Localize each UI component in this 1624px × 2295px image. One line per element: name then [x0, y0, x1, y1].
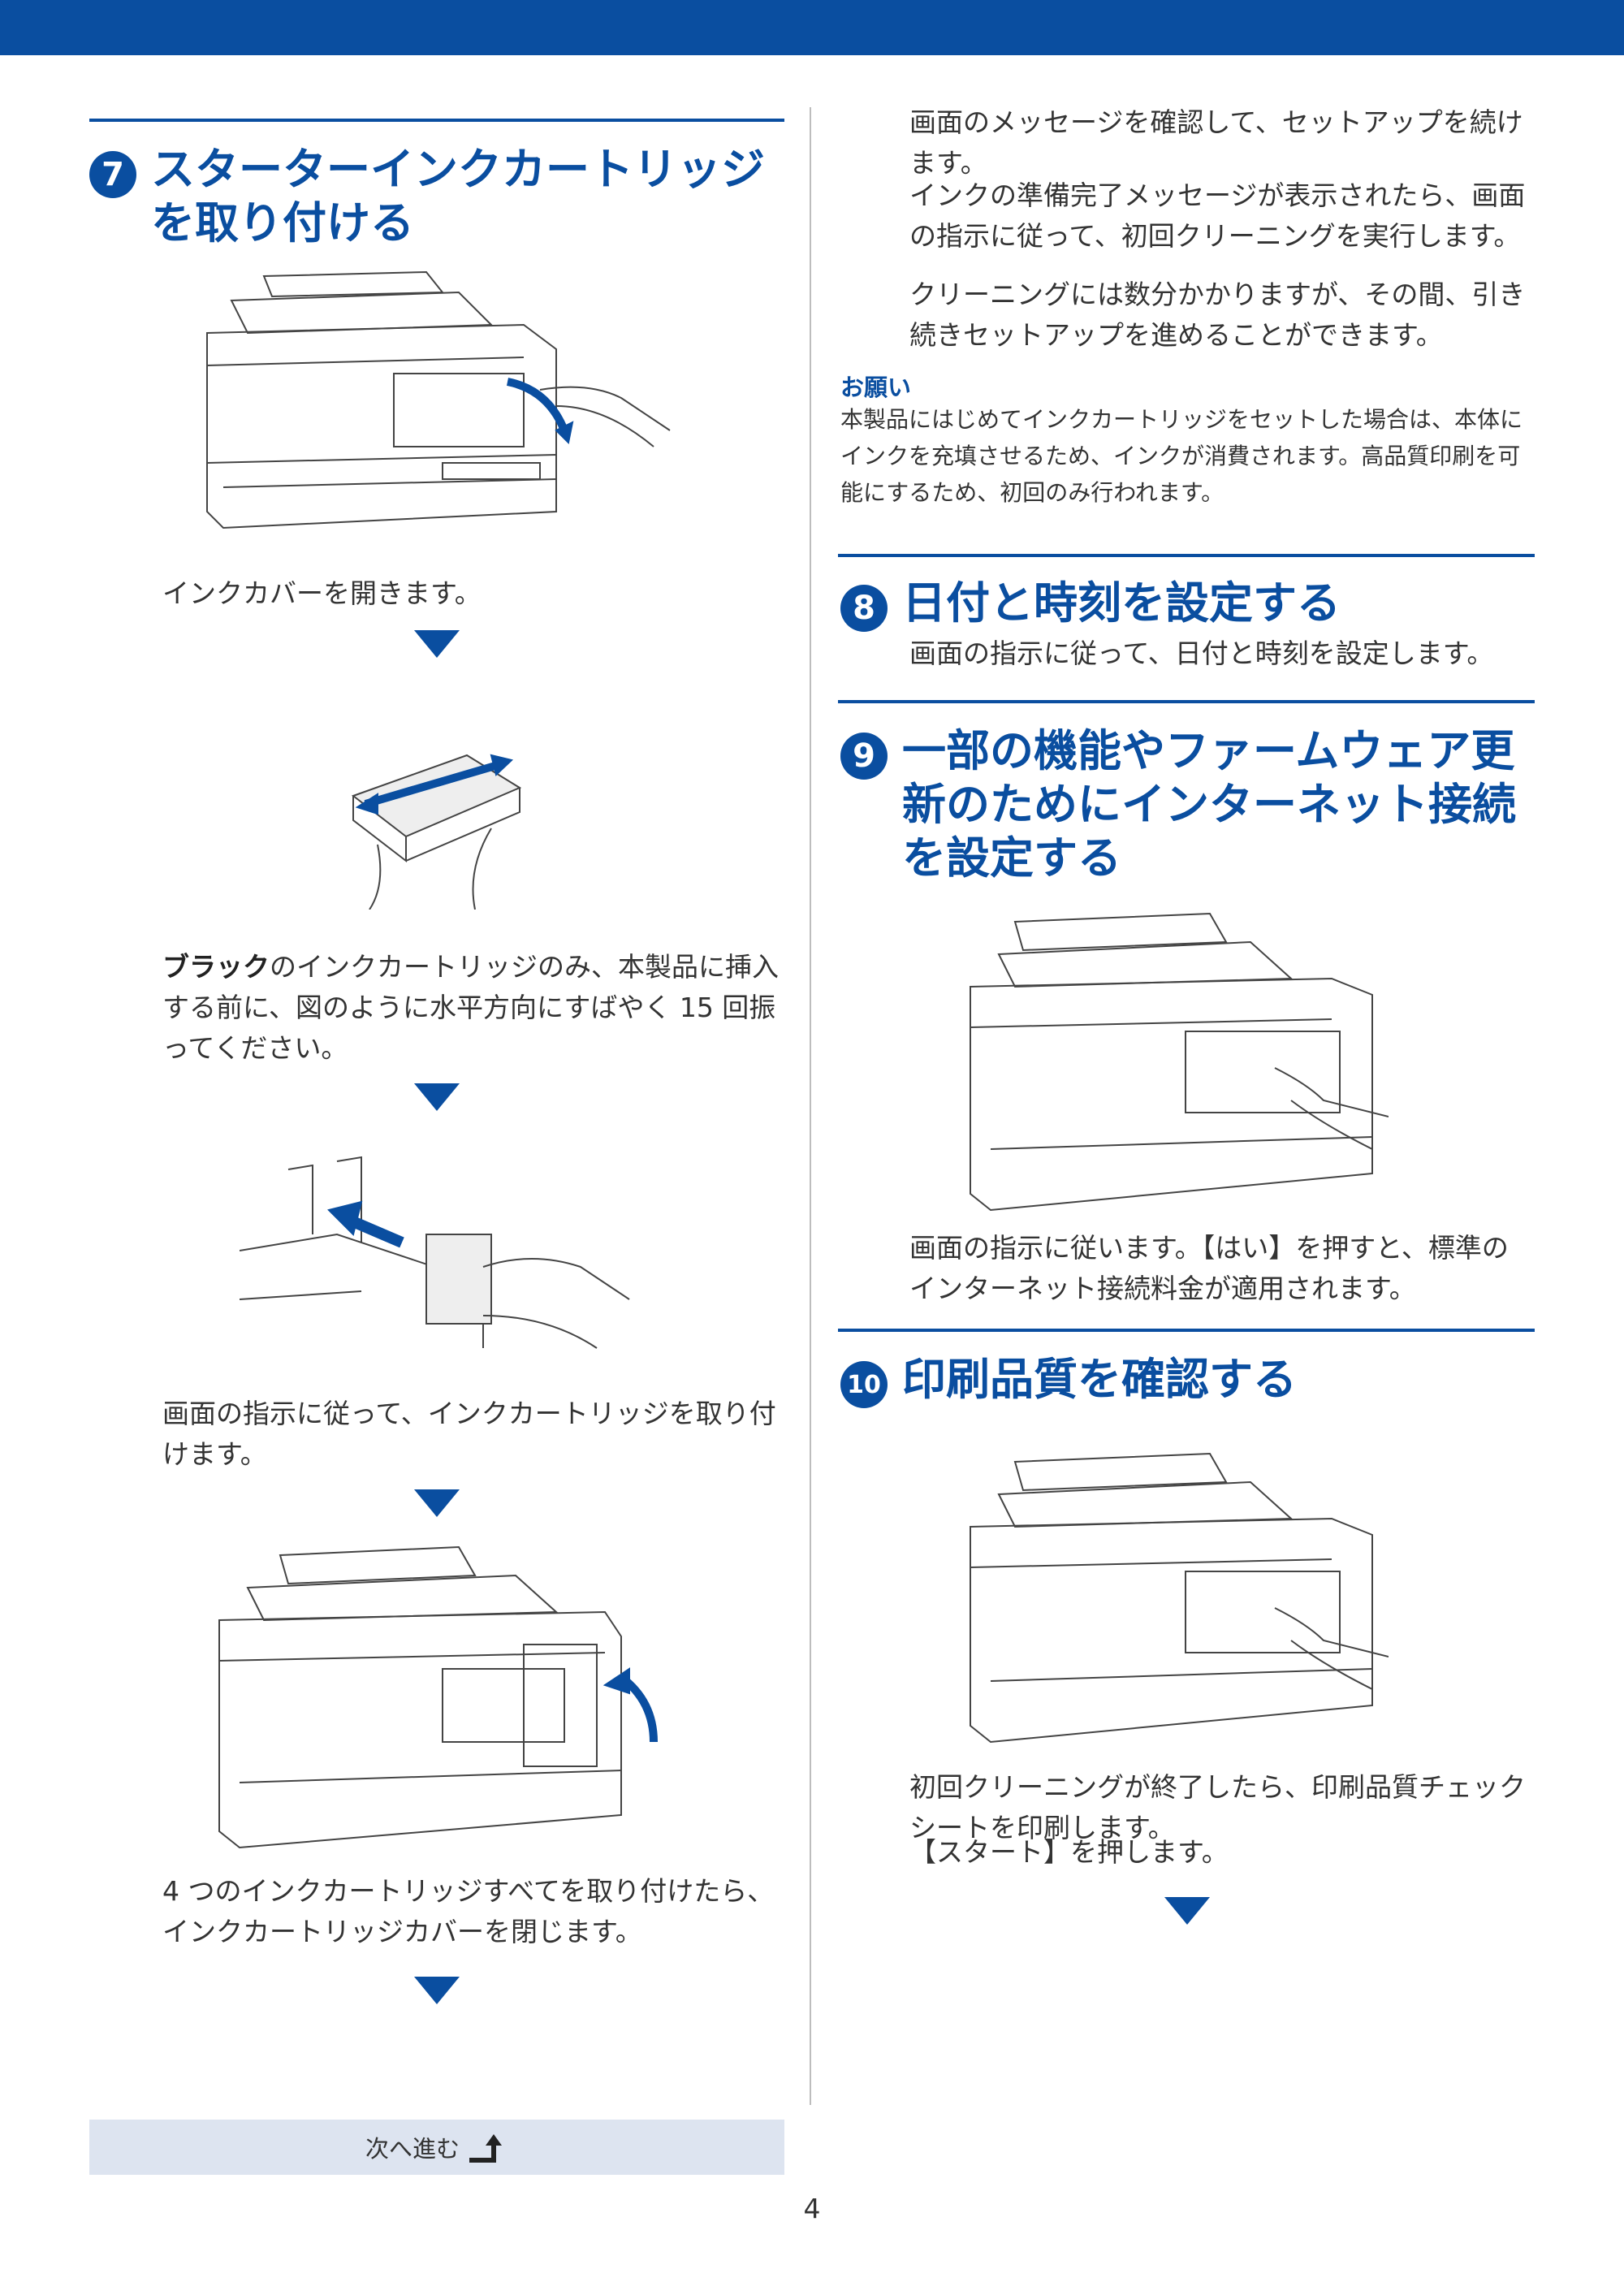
step-7-title: スターターインクカートリッジを取り付ける: [151, 144, 765, 249]
step-number-8: 8: [840, 585, 888, 632]
section-rule: [838, 1329, 1535, 1332]
section-rule: [838, 554, 1535, 557]
shake-text: のインクカートリッジのみ、本製品に挿入する前に、図のように水平方向にすばやく 1…: [162, 951, 779, 1064]
illustration-close-cover: [215, 1539, 662, 1856]
section-rule: [838, 700, 1535, 703]
illustration-printer-touchscreen: [966, 1446, 1389, 1750]
cleaning-text: クリーニングには数分かかりますが、その間、引き続きセットアップを進めることができ…: [909, 279, 1526, 351]
illustration-open-ink-cover: [199, 268, 686, 536]
section-rule: [89, 119, 784, 122]
continue-setup-text: 画面のメッセージを確認して、セットアップを続けます。: [909, 106, 1523, 179]
shake-bold-label: ブラック: [162, 951, 270, 983]
column-divider: [810, 107, 811, 2105]
step-9-heading: 9 一部の機能やファームウェア更新のためにインターネット接続を設定する: [840, 724, 1539, 885]
step-9-title: 一部の機能やファームウェア更新のためにインターネット接続を設定する: [902, 725, 1516, 884]
step-7-heading: 7 スターターインクカートリッジを取り付ける: [89, 143, 784, 250]
illustration-insert-cartridge: [240, 1153, 646, 1356]
close-cover-text: 4 つのインクカートリッジすべてを取り付けたら、インクカートリッジカバーを閉じま…: [162, 1875, 775, 1947]
next-label: 次へ進む: [365, 2135, 460, 2163]
illustration-shake-cartridge: [345, 723, 540, 910]
open-cover-text: インクカバーを開きます。: [162, 577, 482, 609]
step-number-10: 10: [840, 1361, 888, 1408]
turn-page-icon: [469, 2134, 502, 2163]
down-arrow-icon: [1164, 1897, 1210, 1925]
step-10-text-2: 【スタート】を押します。: [909, 1836, 1229, 1868]
step-10-heading: 10 印刷品質を確認する: [840, 1353, 1539, 1408]
down-arrow-icon: [414, 1977, 460, 2004]
page-number: 4: [803, 2193, 821, 2224]
step-8-text: 画面の指示に従って、日付と時刻を設定します。: [909, 638, 1494, 669]
ink-ready-text: インクの準備完了メッセージが表示されたら、画面の指示に従って、初回クリーニングを…: [909, 179, 1526, 252]
down-arrow-icon: [414, 1489, 460, 1517]
header-bar: [0, 0, 1624, 55]
step-10-text-1: 初回クリーニングが終了したら、印刷品質チェックシートを印刷します。: [909, 1771, 1526, 1843]
step-9-text: 画面の指示に従います。【はい】を押すと、標準のインターネット接続料金が適用されま…: [909, 1232, 1509, 1304]
illustration-printer-touchscreen: [966, 905, 1389, 1218]
step-10-title: 印刷品質を確認する: [902, 1354, 1297, 1405]
down-arrow-icon: [414, 1083, 460, 1111]
next-page-bar[interactable]: 次へ進む: [89, 2120, 784, 2175]
step-number-9: 9: [840, 733, 888, 780]
note-label: お願い: [840, 374, 912, 401]
step-number-7: 7: [89, 151, 136, 198]
install-cartridge-text: 画面の指示に従って、インクカートリッジを取り付けます。: [162, 1398, 776, 1470]
shake-instruction: ブラックのインクカートリッジのみ、本製品に挿入する前に、図のように水平方向にすば…: [162, 947, 780, 1069]
note-text: 本製品にはじめてインクカートリッジをセットした場合は、本体にインクを充填させるた…: [840, 406, 1523, 506]
down-arrow-icon: [414, 630, 460, 658]
step-8-title: 日付と時刻を設定する: [902, 577, 1341, 629]
step-8-heading: 8 日付と時刻を設定する: [840, 577, 1539, 632]
